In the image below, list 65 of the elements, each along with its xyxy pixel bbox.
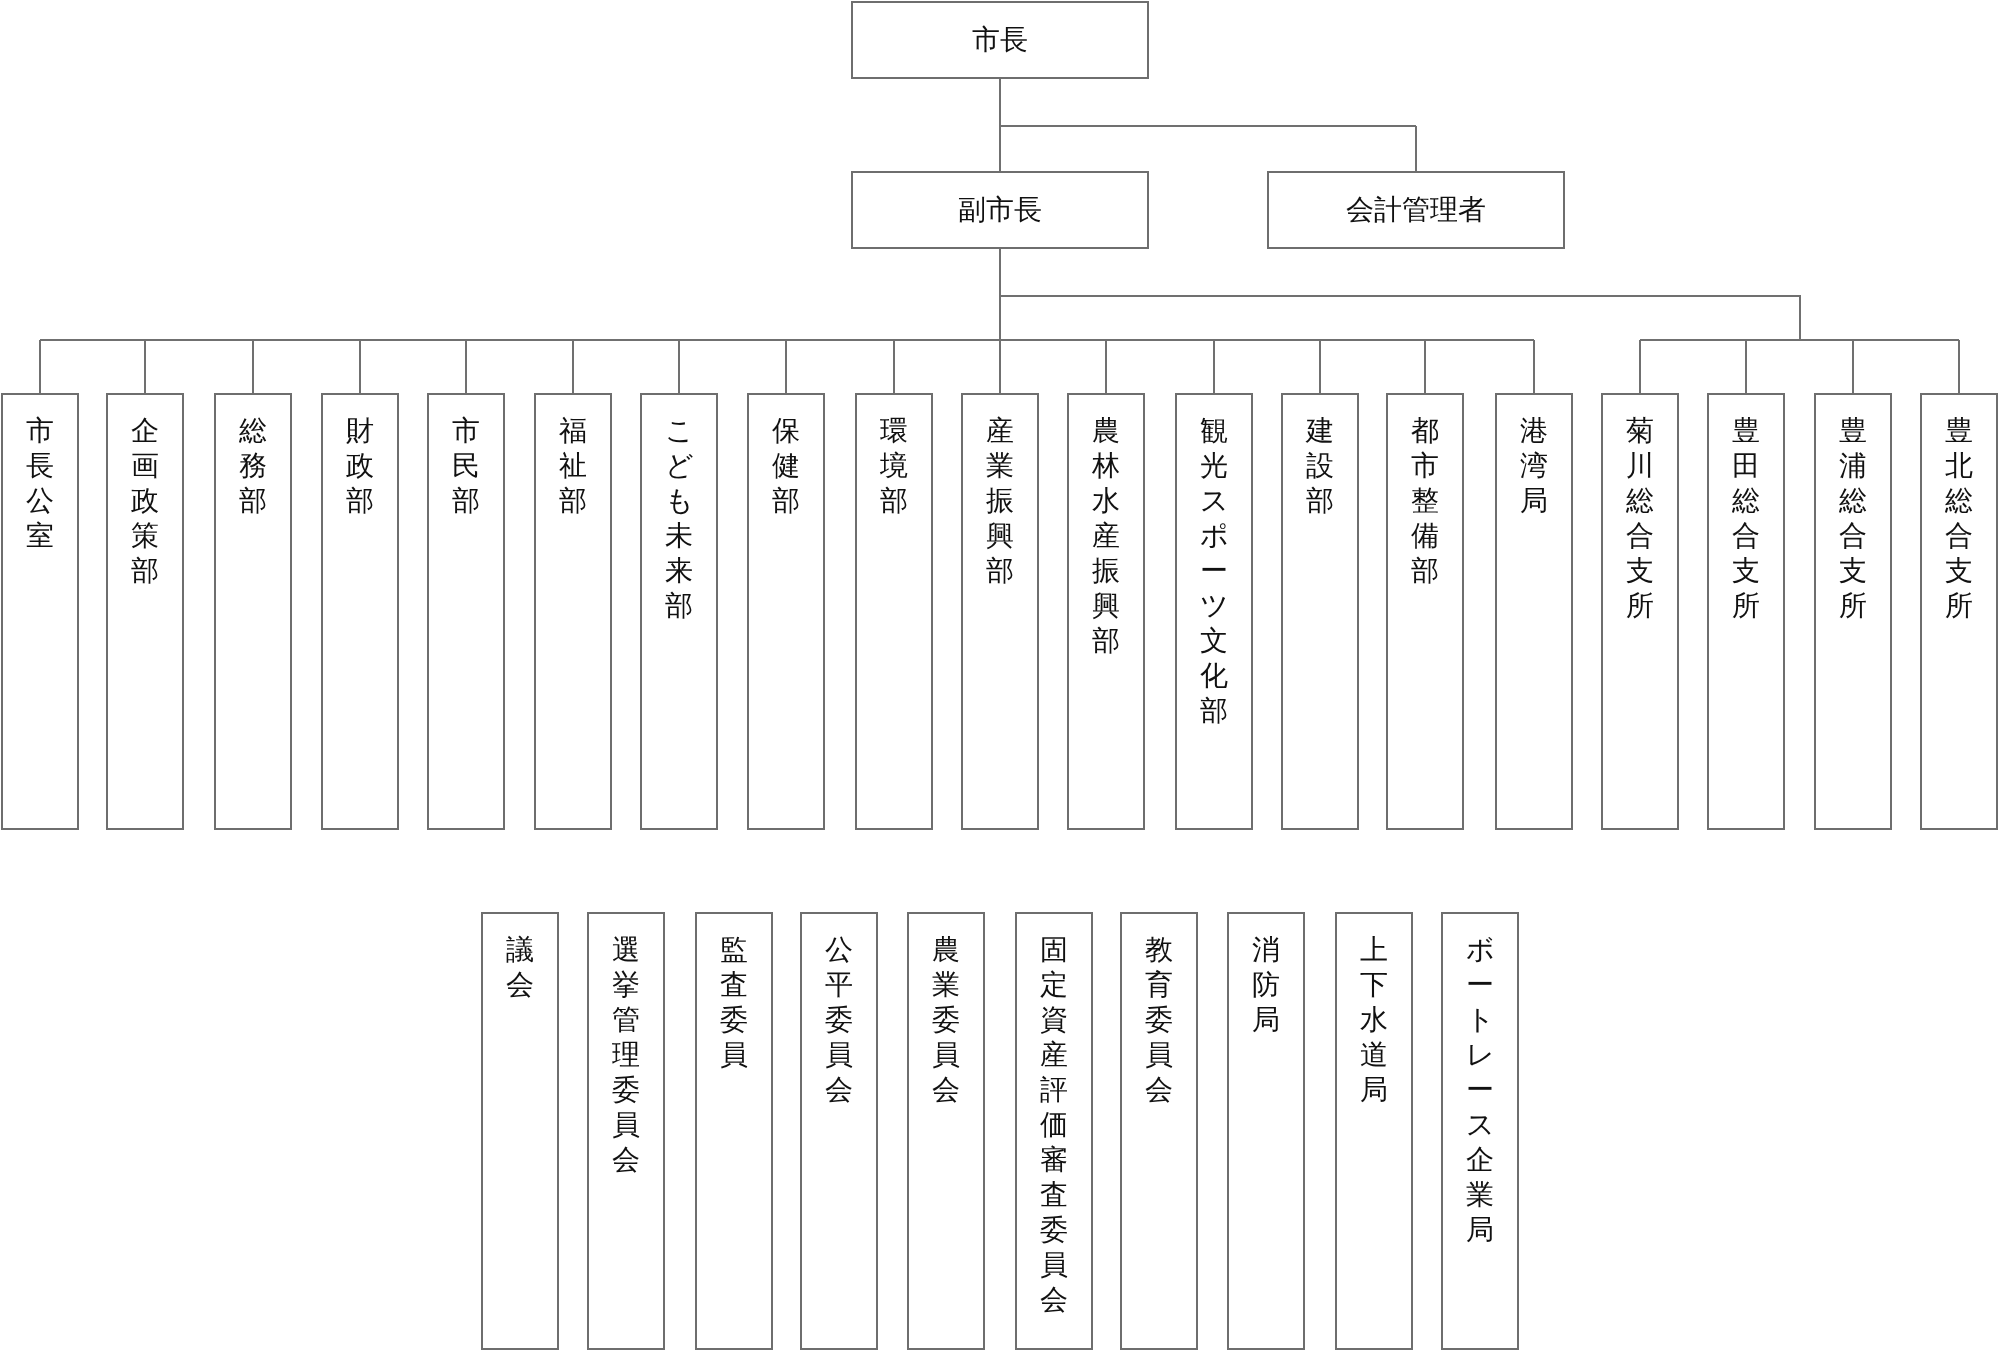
- unit-box: [907, 912, 985, 1350]
- unit-name: 豊北総合支所: [1945, 413, 1973, 623]
- unit-box: [534, 393, 612, 830]
- unit-box: [1175, 393, 1253, 830]
- unit-box: [747, 393, 825, 830]
- unit-name: 環境部: [880, 413, 908, 518]
- unit-name: 建設部: [1306, 413, 1334, 518]
- unit-name: こども未来部: [665, 413, 693, 623]
- unit-box: [1441, 912, 1519, 1350]
- connector-line: [999, 78, 1417, 172]
- unit-box: [1067, 393, 1145, 830]
- unit-box: [1386, 393, 1464, 830]
- position-box: [851, 171, 1149, 249]
- unit-box: [214, 393, 292, 830]
- unit-name: 市長公室: [26, 413, 54, 553]
- unit-box: [587, 912, 665, 1350]
- unit-box: [855, 393, 933, 830]
- position-box: [1267, 171, 1565, 249]
- unit-name: 産業振興部: [986, 413, 1014, 588]
- unit-box: [800, 912, 878, 1350]
- unit-name: 農林水産振興部: [1092, 413, 1120, 658]
- unit-box: [1227, 912, 1305, 1350]
- unit-name: 選挙管理委員会: [612, 932, 640, 1177]
- unit-name: 豊田総合支所: [1732, 413, 1760, 623]
- unit-name: 菊川総合支所: [1626, 413, 1654, 623]
- unit-box: [1920, 393, 1998, 830]
- unit-name: 企画政策部: [131, 413, 159, 588]
- unit-name: 総務部: [239, 413, 267, 518]
- unit-name: 監査委員: [720, 932, 748, 1072]
- unit-name: 上下水道局: [1360, 932, 1388, 1107]
- unit-box: [1120, 912, 1198, 1350]
- unit-box: [961, 393, 1039, 830]
- unit-name: 都市整備部: [1411, 413, 1439, 588]
- unit-box: [1601, 393, 1679, 830]
- unit-box: [695, 912, 773, 1350]
- unit-name: 市民部: [452, 413, 480, 518]
- unit-name: 議会: [506, 932, 534, 1002]
- position-title: 会計管理者: [1346, 193, 1486, 227]
- unit-box: [321, 393, 399, 830]
- unit-name: 固定資産評価審査委員会: [1040, 932, 1068, 1317]
- unit-box: [1814, 393, 1892, 830]
- unit-box: [1707, 393, 1785, 830]
- unit-name: 消防局: [1252, 932, 1280, 1037]
- unit-box: [1495, 393, 1573, 830]
- position-title: 市長: [972, 23, 1028, 57]
- position-box: [851, 1, 1149, 79]
- unit-box: [1015, 912, 1093, 1350]
- unit-name: 保健部: [772, 413, 800, 518]
- unit-name: 福祉部: [559, 413, 587, 518]
- unit-name: 教育委員会: [1145, 932, 1173, 1107]
- position-title: 副市長: [958, 193, 1042, 227]
- unit-box: [1, 393, 79, 830]
- unit-name: ボートレース企業局: [1466, 932, 1494, 1247]
- unit-name: 財政部: [346, 413, 374, 518]
- unit-box: [106, 393, 184, 830]
- unit-name: 公平委員会: [825, 932, 853, 1107]
- unit-box: [481, 912, 559, 1350]
- unit-name: 農業委員会: [932, 932, 960, 1107]
- unit-name: 豊浦総合支所: [1839, 413, 1867, 623]
- unit-box: [1281, 393, 1359, 830]
- unit-box: [1335, 912, 1413, 1350]
- unit-name: 港湾局: [1520, 413, 1548, 518]
- unit-box: [427, 393, 505, 830]
- unit-box: [640, 393, 718, 830]
- unit-name: 観光スポーツ文化部: [1200, 413, 1228, 728]
